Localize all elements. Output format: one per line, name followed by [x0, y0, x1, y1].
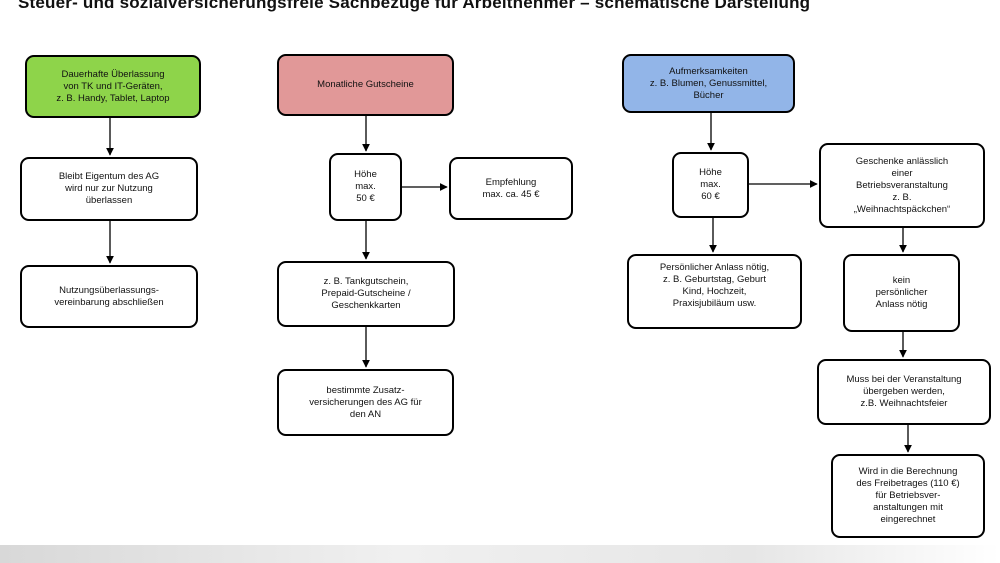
box-voucher-amount: Höhe max. 50 € — [329, 153, 402, 221]
box-ownership: Bleibt Eigentum des AG wird nur zur Nutz… — [20, 157, 198, 221]
box-event-gifts: Geschenke anlässlich einer Betriebsveran… — [819, 143, 985, 228]
box-personal-occasion: Persönlicher Anlass nötig, z. B. Geburts… — [627, 254, 802, 329]
box-insurance: bestimmte Zusatz- versicherungen des AG … — [277, 369, 454, 436]
box-no-personal: kein persönlicher Anlass nötig — [843, 254, 960, 332]
box-attention-amount: Höhe max. 60 € — [672, 152, 749, 218]
bottom-band — [0, 545, 1000, 563]
box-allowance: Wird in die Berechnung des Freibetrages … — [831, 454, 985, 538]
page-title: Steuer- und sozialversicherungsfreie Sac… — [18, 0, 811, 12]
box-it-devices: Dauerhafte Überlassung von TK und IT-Ger… — [25, 55, 201, 118]
box-vouchers: Monatliche Gutscheine — [277, 54, 454, 116]
box-voucher-examples: z. B. Tankgutschein, Prepaid-Gutscheine … — [277, 261, 455, 327]
box-recommendation: Empfehlung max. ca. 45 € — [449, 157, 573, 220]
box-usage-agreement: Nutzungsüberlassungs- vereinbarung absch… — [20, 265, 198, 328]
box-handover: Muss bei der Veranstaltung übergeben wer… — [817, 359, 991, 425]
box-attentions: Aufmerksamkeiten z. B. Blumen, Genussmit… — [622, 54, 795, 113]
